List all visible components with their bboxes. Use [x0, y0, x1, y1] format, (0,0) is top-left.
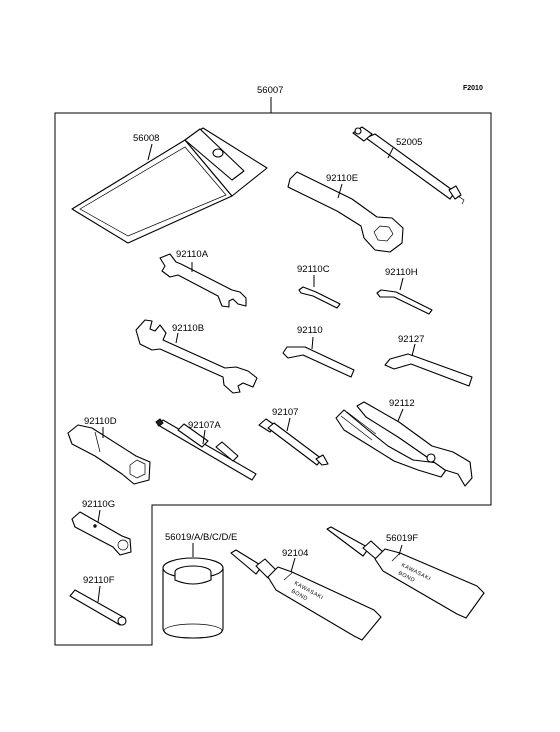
hex-key-h-illustration [376, 289, 433, 315]
label-92127: 92127 [398, 334, 424, 345]
hex-key-large-illustration [384, 353, 473, 387]
label-92110H: 92110H [385, 267, 418, 278]
assembly-frame [54, 112, 492, 646]
label-56008: 56008 [133, 133, 159, 144]
label-92110B: 92110B [172, 323, 204, 334]
handle-bar-illustration [69, 589, 127, 626]
label-92110C: 92110C [297, 264, 330, 275]
hex-key-c-illustration [298, 286, 341, 309]
label-92107: 92107 [272, 407, 298, 418]
label-92110A: 92110A [176, 249, 209, 260]
label-56019-A-B-C-D-E: 56019/A/B/C/D/E [165, 532, 237, 543]
bond-tube-f-illustration: KAWASAKI BOND [326, 526, 485, 619]
label-92110D: 92110D [84, 416, 117, 427]
figure-code: F2010 [463, 85, 483, 92]
box-wrench-g-illustration [71, 511, 132, 556]
bond-tube-illustration: KAWASAKI BOND [230, 549, 382, 641]
tool-pouch-illustration [71, 127, 268, 244]
screwdriver-grip-illustration [155, 418, 257, 481]
hex-key-illustration [282, 346, 355, 378]
bond-can-illustration [162, 557, 224, 639]
pliers-illustration [335, 401, 473, 487]
label-92112: 92112 [389, 398, 415, 409]
label-92104: 92104 [282, 548, 308, 559]
label-92107A: 92107A [188, 420, 221, 431]
ring-wrench-illustration [287, 171, 404, 253]
open-wrench-large-illustration [135, 319, 258, 394]
box-wrench-d-illustration [67, 424, 151, 485]
label-92110F: 92110F [83, 575, 115, 586]
open-wrench-small-illustration [159, 253, 247, 308]
label-92110E: 92110E [326, 173, 358, 184]
label-56019F: 56019F [386, 533, 418, 544]
screwdriver-illustration [258, 418, 329, 466]
extension-bar-illustration [352, 126, 465, 205]
label-92110: 92110 [297, 325, 323, 336]
label-52005: 52005 [396, 137, 422, 148]
label-56007: 56007 [257, 85, 283, 96]
label-92110G: 92110G [82, 499, 115, 510]
